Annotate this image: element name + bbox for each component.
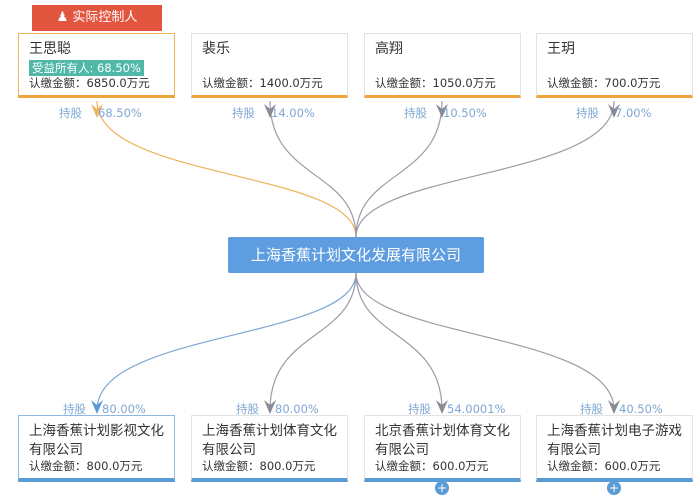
shareholder-card[interactable]: 王玥 认缴金额：700.0万元 <box>536 33 693 98</box>
link-line <box>269 100 357 238</box>
link-line <box>355 272 443 411</box>
arrow-icon <box>91 400 103 414</box>
investment-card[interactable]: 上海香蕉计划电子游戏有限公司 认缴金额：600.0万元 <box>536 415 693 482</box>
expand-plus-icon[interactable]: + <box>607 481 621 495</box>
shareholder-card[interactable]: 高翔 认缴金额：1050.0万元 <box>364 33 521 98</box>
controller-ribbon: ♟ 实际控制人 <box>32 5 162 31</box>
arrow-icon <box>436 104 448 118</box>
link-line <box>355 100 443 238</box>
shareholder-card[interactable]: 裴乐 认缴金额：1400.0万元 <box>191 33 348 98</box>
beneficial-owner-badge: 受益所有人: 68.50% <box>29 60 144 76</box>
arrow-icon <box>608 400 620 414</box>
link-line <box>96 272 357 411</box>
link-line <box>355 100 615 238</box>
investment-card[interactable]: 上海香蕉计划体育文化有限公司 认缴金额：800.0万元 <box>191 415 348 482</box>
arrow-icon <box>264 104 276 118</box>
arrow-icon <box>436 400 448 414</box>
arrow-icon <box>608 104 620 118</box>
investment-card[interactable]: 北京香蕉计划体育文化有限公司 认缴金额：600.0万元 <box>364 415 521 482</box>
expand-plus-icon[interactable]: + <box>435 481 449 495</box>
investment-card[interactable]: 上海香蕉计划影视文化有限公司 认缴金额：800.0万元 <box>18 415 175 482</box>
link-line <box>355 272 615 411</box>
link-line <box>96 100 357 238</box>
person-icon: ♟ <box>56 10 73 25</box>
arrow-icon <box>91 104 103 118</box>
link-line <box>269 272 357 411</box>
arrow-icon <box>264 400 276 414</box>
shareholder-card[interactable]: 王思聪 受益所有人: 68.50% 认缴金额：6850.0万元 <box>18 33 175 98</box>
center-company[interactable]: 上海香蕉计划文化发展有限公司 <box>228 237 484 273</box>
